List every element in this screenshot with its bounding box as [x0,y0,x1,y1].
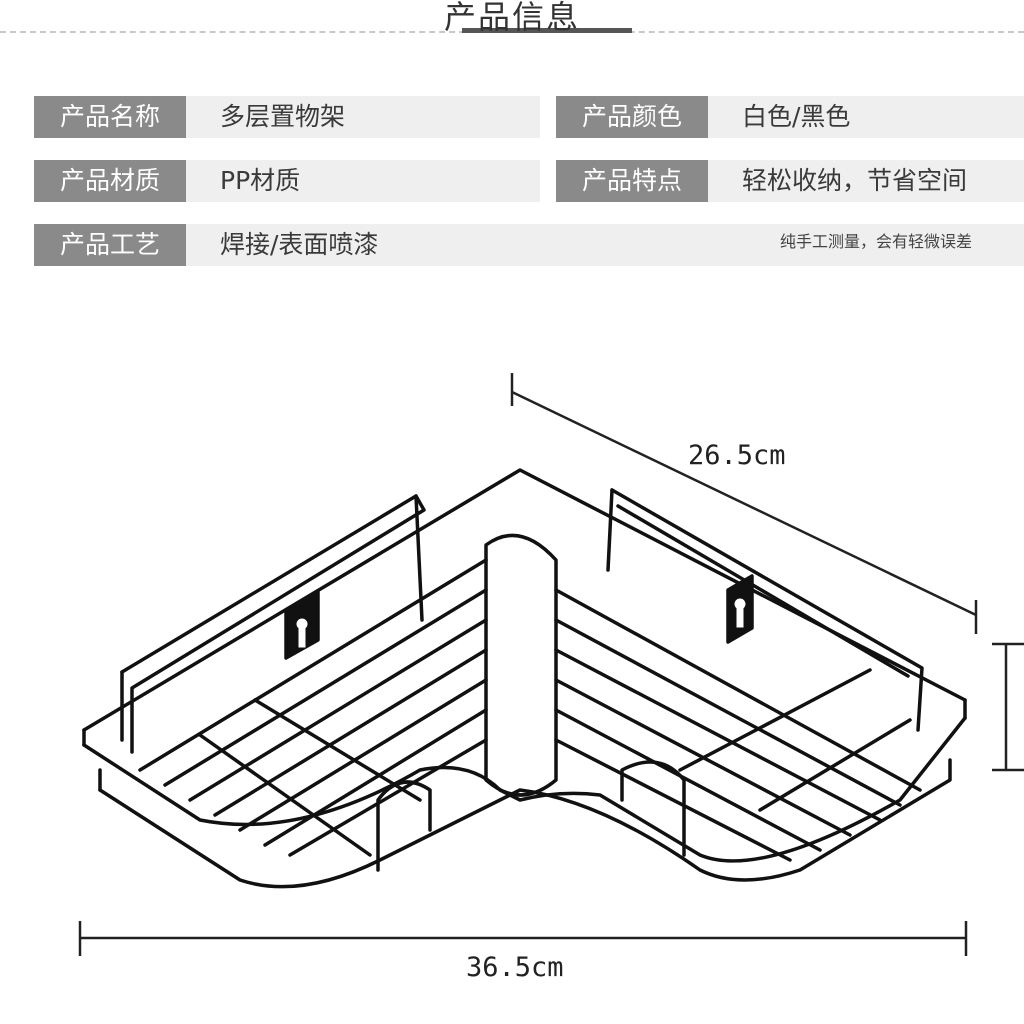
title-underline [462,28,632,33]
left-back-rail [120,494,426,754]
right-back-rail [610,488,924,732]
shelf-bottom-frame [98,758,952,889]
spec-label-name: 产品名称 [34,96,186,138]
spec-row-craft [34,224,1024,266]
width-dimension-label: 36.5cm [466,952,564,983]
depth-dimension-label: 26.5cm [688,440,786,471]
depth-dim-line [511,390,977,617]
measurement-note: 纯手工测量，会有轻微误差 [780,232,973,251]
spec-value-name: 多层置物架 [220,102,346,131]
spec-label-feature: 产品特点 [556,160,708,202]
spec-value-craft: 焊接/表面喷漆 [220,230,379,259]
spec-value-color: 白色/黑色 [742,102,851,131]
spec-value-material: PP材质 [220,166,301,195]
page-title: 产品信息 [443,0,580,36]
spec-label-material: 产品材质 [34,160,186,202]
spec-value-feature: 轻松收纳，节省空间 [742,166,968,195]
spec-label-craft: 产品工艺 [34,224,186,266]
spec-label-color: 产品颜色 [556,96,708,138]
